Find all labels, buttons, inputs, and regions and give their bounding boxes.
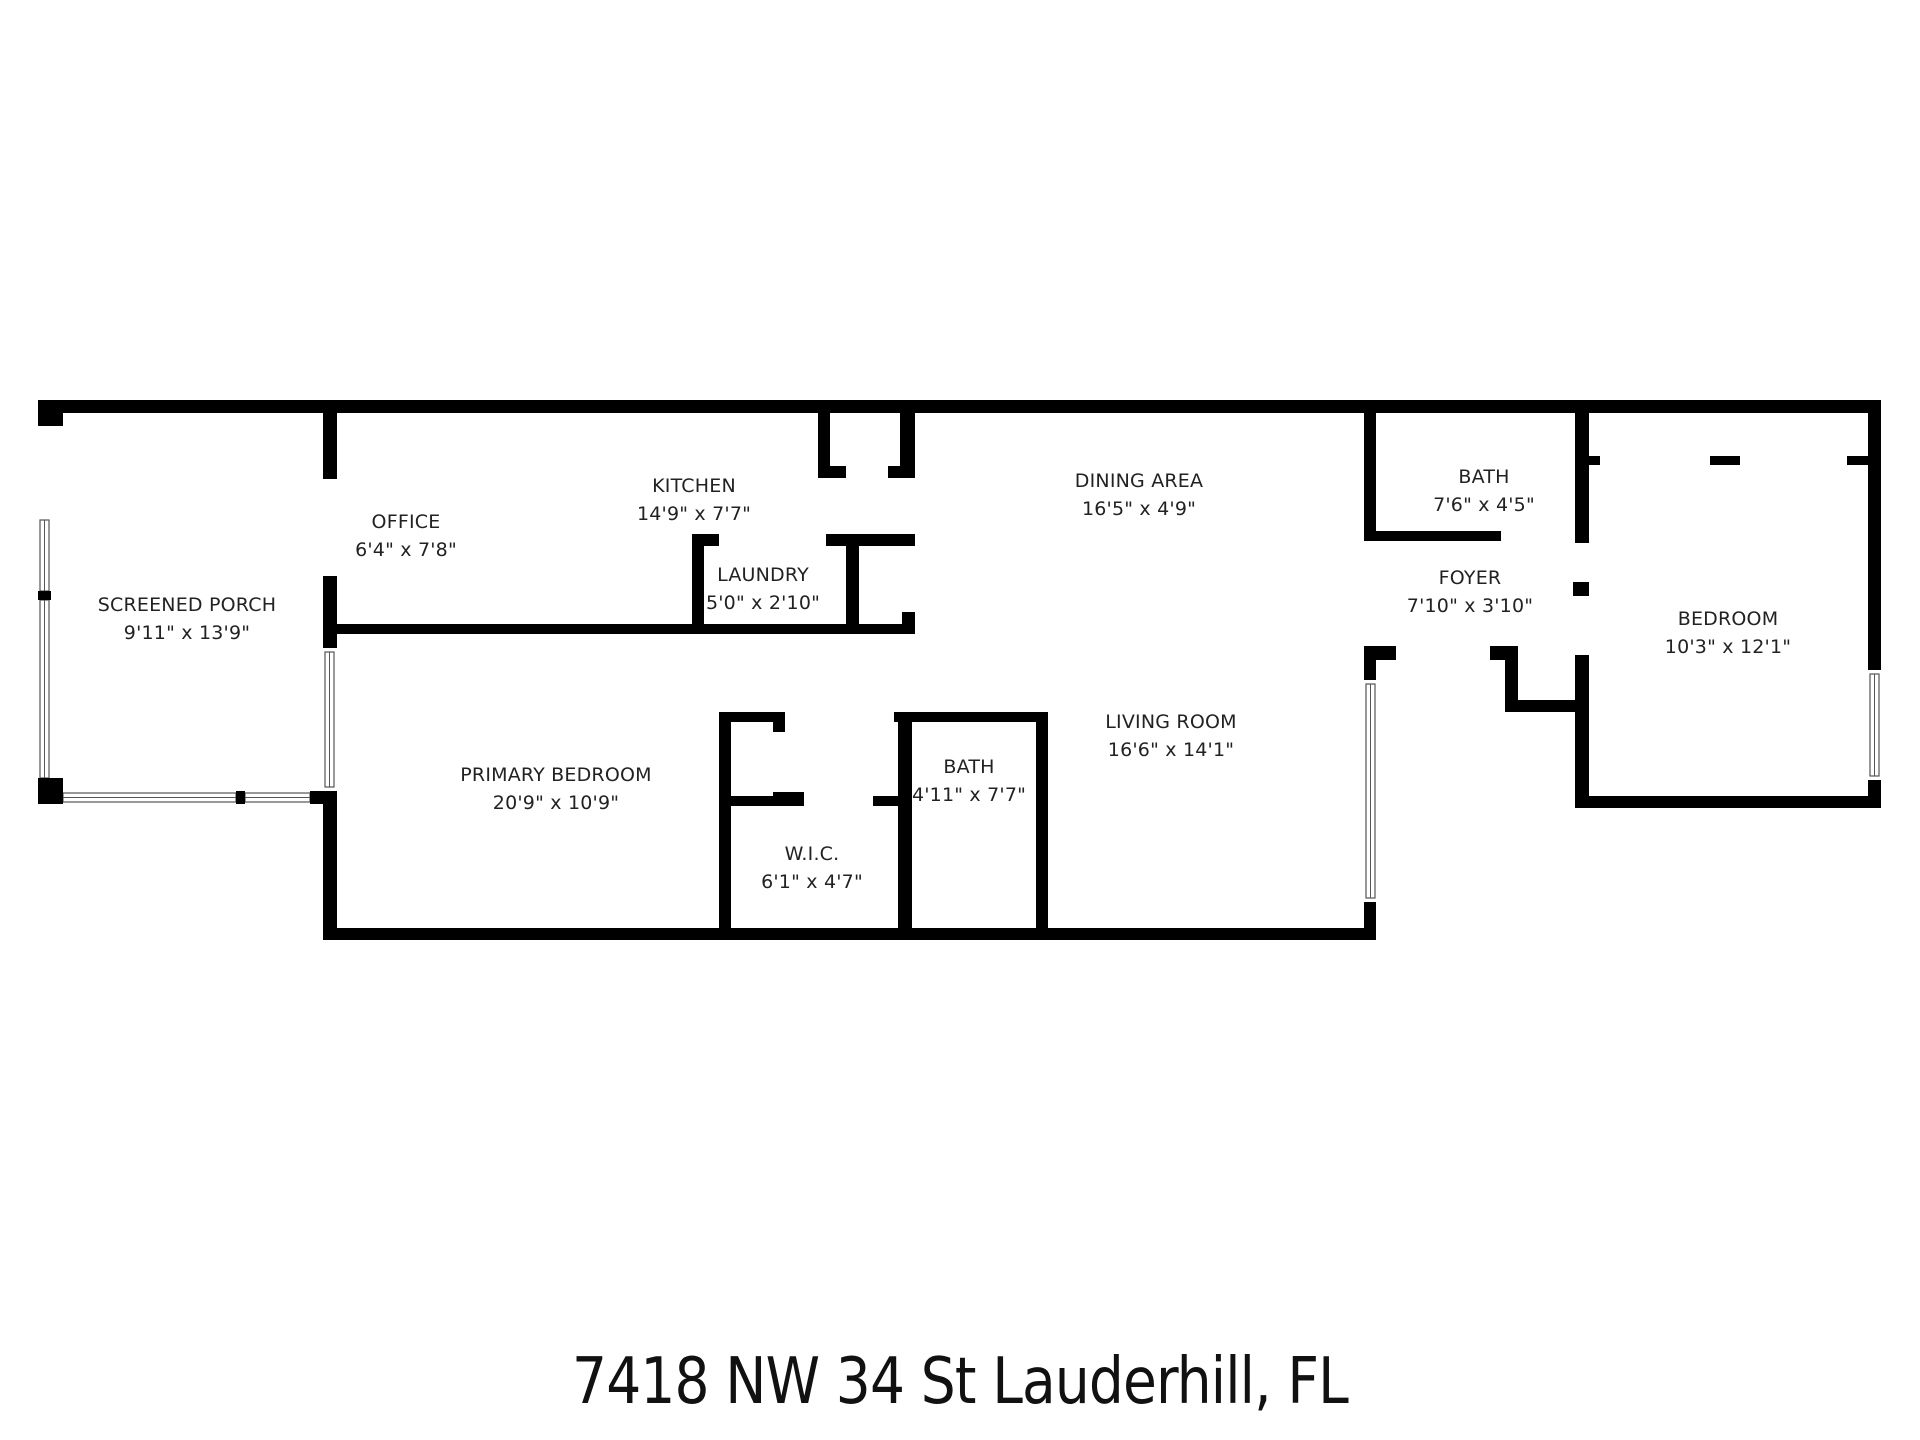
room-dimensions: 20'9" x 10'9" <box>492 792 620 814</box>
room-name: BATH <box>943 756 995 778</box>
wall-segment <box>902 413 915 478</box>
room-name: FOYER <box>1438 567 1502 589</box>
wall-segment <box>902 534 915 546</box>
room-label-w-i-c: W.I.C. 6'1" x 4'7" <box>761 840 863 896</box>
room-name: KITCHEN <box>652 475 736 497</box>
room-dimensions: 14'9" x 7'7" <box>636 503 752 525</box>
wall-segment <box>1575 413 1589 531</box>
wall-segment <box>1364 902 1376 940</box>
wall-segment <box>902 612 915 634</box>
wall-segment <box>719 712 785 722</box>
wall-segment <box>1575 655 1589 808</box>
room-label-dining-area: DINING AREA 16'5" x 4'9" <box>1075 467 1203 523</box>
room-dimensions: 7'6" x 4'5" <box>1433 494 1535 516</box>
window-icon <box>324 651 335 788</box>
room-label-kitchen: KITCHEN 14'9" x 7'7" <box>637 472 751 528</box>
room-dimensions: 9'11" x 13'9" <box>123 622 251 644</box>
wall-segment <box>1036 712 1048 940</box>
wall-segment <box>818 413 830 478</box>
address-title: 7418 NW 34 St Lauderhill, FL <box>572 1345 1349 1419</box>
window-icon <box>244 792 311 803</box>
wall-segment <box>38 400 63 426</box>
room-name: W.I.C. <box>784 843 840 865</box>
room-label-foyer: FOYER 7'10" x 3'10" <box>1407 564 1533 620</box>
window-icon <box>1365 683 1376 899</box>
room-label-bath: BATH 7'6" x 4'5" <box>1433 463 1535 519</box>
wall-segment <box>323 576 337 648</box>
wall-segment <box>1364 531 1501 541</box>
wall-segment <box>1505 646 1518 712</box>
room-label-screened-porch: SCREENED PORCH 9'11" x 13'9" <box>98 591 276 647</box>
wall-segment <box>1364 413 1376 540</box>
walls <box>38 400 1881 940</box>
wall-segment <box>38 400 1881 413</box>
wall-segment <box>1505 700 1580 712</box>
window-icon <box>1869 673 1880 777</box>
windows <box>39 401 1880 899</box>
room-name: LIVING ROOM <box>1105 711 1237 733</box>
wall-segment <box>1847 456 1868 465</box>
wall-segment <box>236 400 245 413</box>
wall-segment <box>1575 796 1881 808</box>
room-label-bath: BATH 4'11" x 7'7" <box>912 753 1026 809</box>
room-dimensions: 6'4" x 7'8" <box>355 539 457 561</box>
wall-segment <box>1364 646 1396 660</box>
wall-segment <box>1710 456 1740 465</box>
wall-segment <box>719 796 804 806</box>
room-label-office: OFFICE 6'4" x 7'8" <box>355 508 457 564</box>
room-name: BATH <box>1458 466 1510 488</box>
wall-segment <box>692 534 704 624</box>
window-icon <box>62 792 237 803</box>
window-icon <box>39 519 50 592</box>
room-name: SCREENED PORCH <box>97 594 277 616</box>
room-dimensions: 5'0" x 2'10" <box>705 592 821 614</box>
wall-segment <box>894 712 1048 722</box>
wall-segment <box>236 791 245 804</box>
wall-segment <box>826 534 915 546</box>
wall-segment <box>846 534 859 624</box>
wall-segment <box>1868 780 1881 808</box>
wall-segment <box>898 712 912 940</box>
room-dimensions: 7'10" x 3'10" <box>1406 595 1534 617</box>
room-label-primary-bedroom: PRIMARY BEDROOM 20'9" x 10'9" <box>460 761 651 817</box>
wall-segment <box>1573 582 1589 596</box>
wall-segment <box>818 466 846 478</box>
wall-segment <box>773 712 785 732</box>
room-dimensions: 6'1" x 4'7" <box>761 871 863 893</box>
room-label-laundry: LAUNDRY 5'0" x 2'10" <box>706 561 820 617</box>
wall-segment <box>1575 531 1589 543</box>
room-dimensions: 16'6" x 14'1" <box>1107 739 1235 761</box>
wall-segment <box>692 534 719 546</box>
wall-segment <box>873 796 912 806</box>
wall-segment <box>1589 456 1600 465</box>
wall-segment <box>38 591 51 600</box>
wall-segment <box>38 778 63 804</box>
room-name: DINING AREA <box>1074 470 1204 492</box>
room-label-bedroom: BEDROOM 10'3" x 12'1" <box>1665 605 1791 661</box>
wall-segment <box>773 792 804 806</box>
room-dimensions: 10'3" x 12'1" <box>1664 636 1792 658</box>
wall-segment <box>1868 400 1881 670</box>
room-name: PRIMARY BEDROOM <box>460 764 652 786</box>
wall-segment <box>323 624 915 634</box>
wall-segment <box>323 928 1376 940</box>
room-name: LAUNDRY <box>717 564 809 586</box>
wall-segment <box>323 791 337 940</box>
wall-segment <box>323 400 337 479</box>
room-dimensions: 16'5" x 4'9" <box>1081 498 1197 520</box>
window-icon <box>39 599 50 779</box>
wall-segment <box>719 712 731 940</box>
room-dimensions: 4'11" x 7'7" <box>911 784 1027 806</box>
room-name: OFFICE <box>371 511 441 533</box>
room-name: BEDROOM <box>1677 608 1779 630</box>
room-label-living-room: LIVING ROOM 16'6" x 14'1" <box>1105 708 1236 764</box>
